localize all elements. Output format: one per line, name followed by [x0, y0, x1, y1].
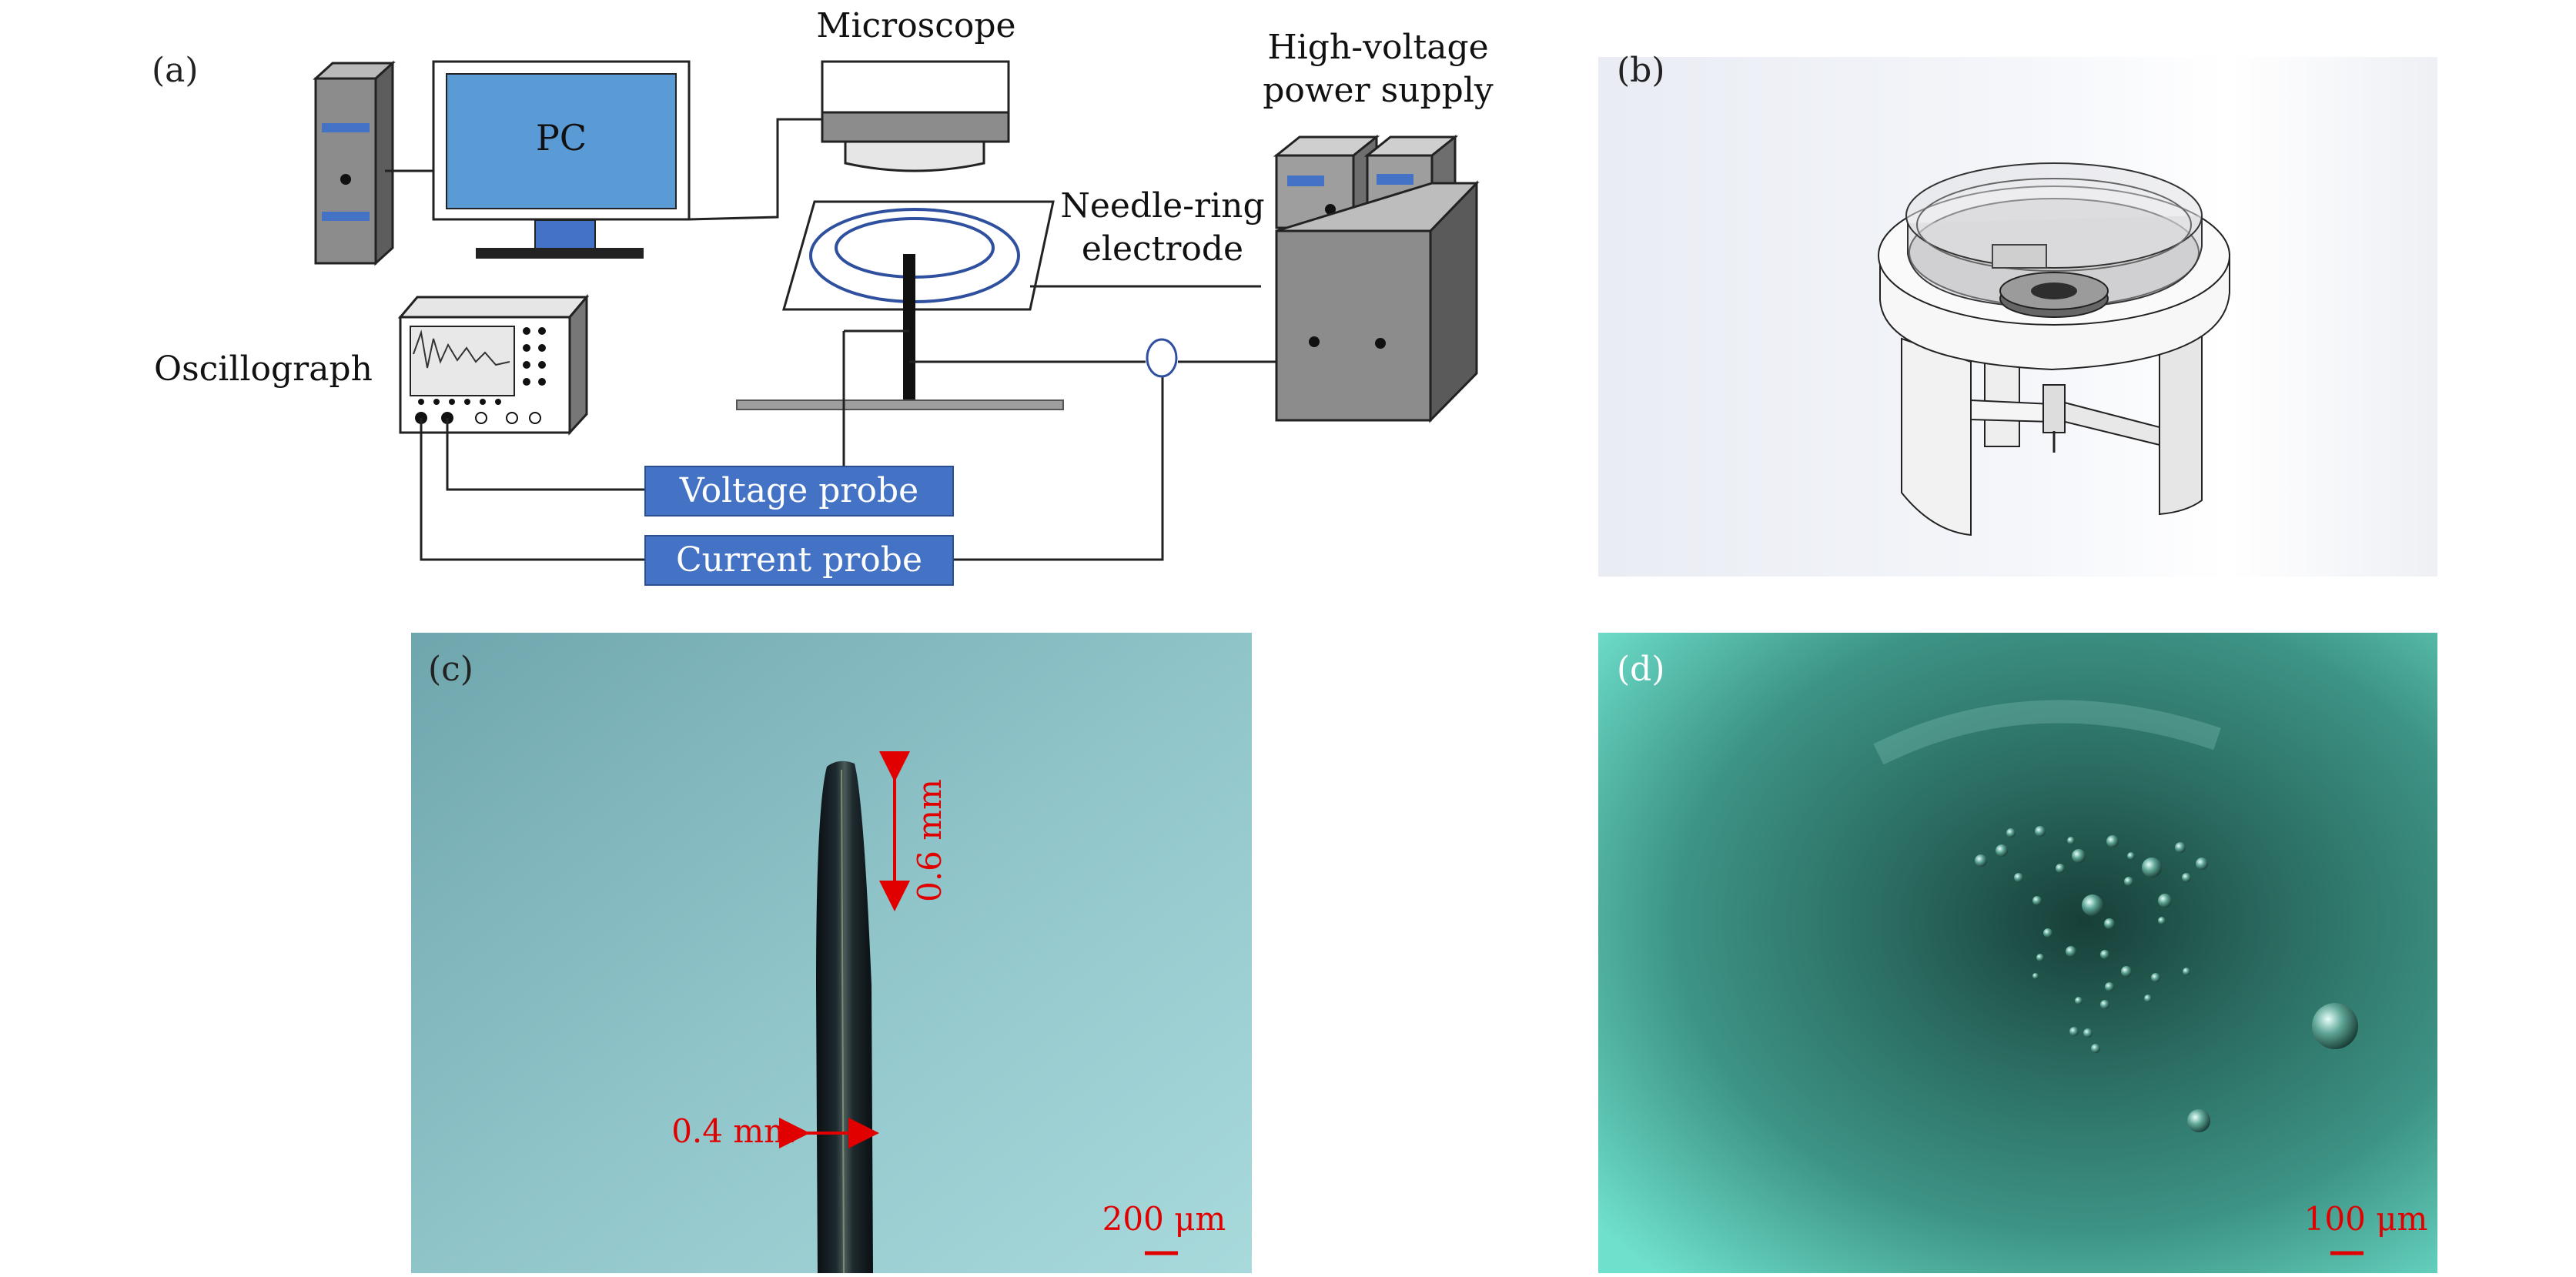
pc-monitor-icon — [432, 60, 691, 259]
reactor-render-image — [1878, 162, 2230, 537]
panel-d-background — [1598, 633, 2437, 1273]
scale-bar-label-c: 200 μm — [1102, 1200, 1226, 1238]
needle-highlight — [841, 769, 845, 1274]
panel-d: (d) — [1598, 633, 2437, 1273]
panel-c-label: (c) — [428, 650, 473, 689]
panel-b-label: (b) — [1617, 51, 1665, 90]
electrode-label-line2: electrode — [1082, 229, 1243, 269]
microscope-icon — [821, 60, 1010, 172]
voltage-probe-box: Voltage probe — [644, 466, 954, 516]
hv-power-supply-icon — [1273, 134, 1480, 423]
current-coil-icon — [1146, 338, 1178, 378]
pc-label: PC — [536, 117, 587, 159]
hv-label-line1: High-voltage — [1267, 28, 1488, 67]
oscillograph-label: Oscillograph — [154, 349, 373, 389]
hv-label-line2: power supply — [1263, 71, 1494, 110]
scale-bar-label-d: 100 μm — [2304, 1200, 2428, 1238]
current-probe-box: Current probe — [644, 535, 954, 586]
oscillograph-icon — [397, 293, 590, 436]
length-annotation: 0.6 mm — [911, 779, 948, 902]
width-annotation: 0.4 mm — [671, 1112, 795, 1150]
panel-a-label: (a) — [152, 51, 199, 90]
needle-ring-electrode-icon — [736, 200, 1064, 410]
bubbles-image — [1975, 826, 2358, 1132]
microscope-label: Microscope — [816, 6, 1015, 45]
panel-b: (b) — [1598, 51, 2437, 577]
current-probe-label: Current probe — [676, 540, 922, 580]
panel-a: (a) PC Microscope — [152, 6, 1494, 586]
panel-d-halo — [1873, 700, 2221, 765]
pc-microscope-cable — [688, 118, 822, 221]
voltage-probe-label: Voltage probe — [679, 471, 918, 510]
electrode-label-line1: Needle-ring — [1060, 186, 1264, 226]
panel-d-label: (d) — [1617, 650, 1665, 689]
panel-c: (c) 0.6 mm 0.4 mm 200 μm — [411, 633, 1252, 1274]
pc-tower-icon — [313, 60, 396, 266]
probe-wiring — [420, 329, 1276, 561]
